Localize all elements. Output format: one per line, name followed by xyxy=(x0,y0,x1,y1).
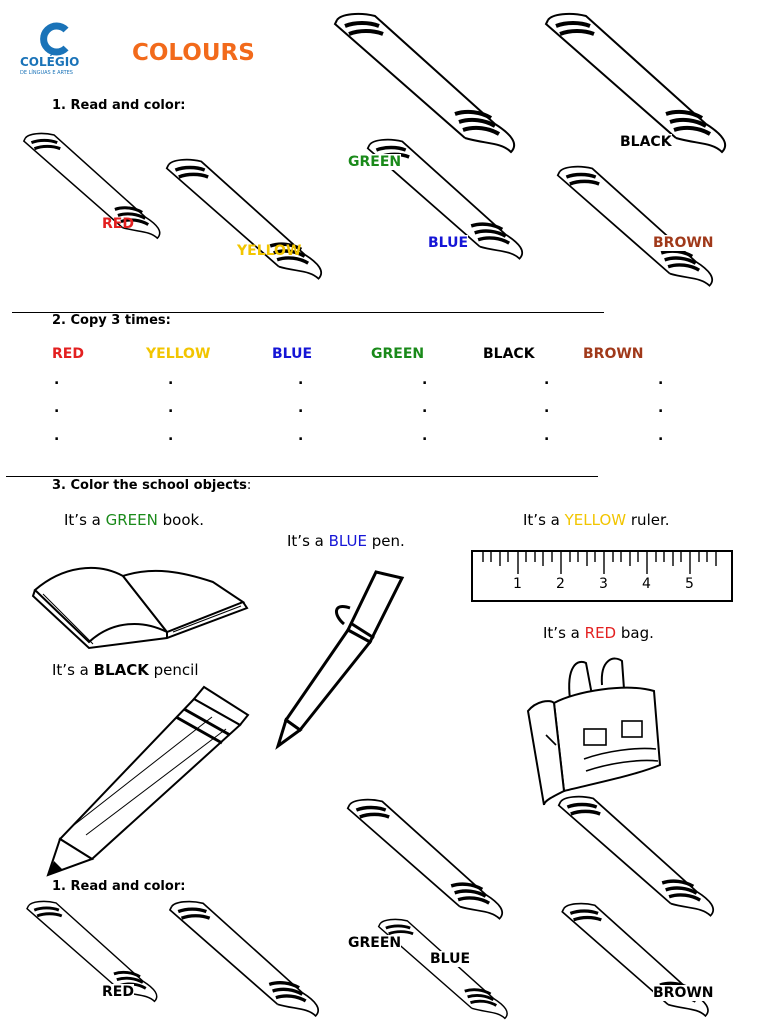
sentence-prefix: It’s a xyxy=(523,511,560,529)
school-logo: COLÉGIO DE LÍNGUAS E ARTES xyxy=(18,22,98,82)
object-word: pencil xyxy=(153,661,199,679)
label-black: BLACK xyxy=(620,134,672,150)
ruler-number: 1 xyxy=(513,576,522,592)
color-word-green: GREEN xyxy=(105,511,158,529)
ruler-number: 4 xyxy=(642,576,651,592)
crayon-drawing xyxy=(168,899,320,1018)
ruler-drawing: 1 2 3 4 5 xyxy=(471,550,733,602)
writing-dot: . xyxy=(168,428,174,444)
ruler-number: 5 xyxy=(685,576,694,592)
pen-drawing xyxy=(275,570,405,750)
divider-line xyxy=(12,312,604,313)
writing-dot: . xyxy=(422,400,428,416)
writing-dot: . xyxy=(168,400,174,416)
writing-dot: . xyxy=(54,428,60,444)
label-brown: BROWN xyxy=(653,235,714,251)
crayon-drawing xyxy=(22,131,162,240)
logo-c-icon xyxy=(40,22,69,56)
repeat-label-blue: BLUE xyxy=(430,951,471,967)
writing-dot: . xyxy=(298,428,304,444)
writing-dot: . xyxy=(422,372,428,388)
writing-dot: . xyxy=(658,372,664,388)
crayon-drawing xyxy=(560,901,710,1018)
writing-dot: . xyxy=(54,372,60,388)
color-word-red: RED xyxy=(584,624,617,642)
crayon-drawing xyxy=(346,797,504,921)
repeat-label-green: GREEN xyxy=(348,935,402,951)
crayon-drawing xyxy=(556,164,714,288)
ruler-number: 2 xyxy=(556,576,565,592)
crayon-drawing xyxy=(333,11,517,155)
sentence-bag: It’s a RED bag. xyxy=(543,624,654,642)
copy-word-black: BLACK xyxy=(483,346,535,362)
logo-name: COLÉGIO xyxy=(20,55,80,69)
writing-dot: . xyxy=(298,372,304,388)
crayon-drawing xyxy=(25,899,159,1003)
writing-dot: . xyxy=(544,428,550,444)
writing-dot: . xyxy=(658,400,664,416)
writing-dot: . xyxy=(544,372,550,388)
section3-heading: 3. Color the school objects: xyxy=(52,478,251,493)
sentence-pencil: It’s a BLACK pencil xyxy=(52,661,199,679)
book-drawing xyxy=(31,566,249,650)
color-word-yellow: YELLOW xyxy=(564,511,627,529)
object-word: pen. xyxy=(371,532,405,550)
label-yellow: YELLOW xyxy=(237,243,302,259)
section2-heading: 2. Copy 3 times: xyxy=(52,313,171,328)
section3-heading-colon: : xyxy=(246,478,252,493)
writing-dot: . xyxy=(54,400,60,416)
repeat-label-red: RED xyxy=(102,984,134,1000)
page-title: COLOURS xyxy=(132,40,255,66)
writing-dot: . xyxy=(298,400,304,416)
crayon-drawing xyxy=(377,917,509,1020)
section3-heading-text: 3. Color the school objects xyxy=(52,478,247,493)
sentence-pen: It’s a BLUE pen. xyxy=(287,532,405,550)
copy-word-brown: BROWN xyxy=(583,346,644,362)
copy-word-blue: BLUE xyxy=(272,346,313,362)
writing-dot: . xyxy=(544,400,550,416)
sentence-ruler: It’s a YELLOW ruler. xyxy=(523,511,670,529)
sentence-book: It’s a GREEN book. xyxy=(64,511,204,529)
label-green: GREEN xyxy=(348,154,402,170)
copy-word-yellow: YELLOW xyxy=(146,346,211,362)
ruler-ticks xyxy=(482,552,717,574)
divider-line xyxy=(6,476,598,477)
color-word-black: BLACK xyxy=(93,661,149,679)
logo-subtitle: DE LÍNGUAS E ARTES xyxy=(20,70,73,76)
writing-dot: . xyxy=(658,428,664,444)
color-word-blue: BLUE xyxy=(328,532,367,550)
object-word: book. xyxy=(162,511,204,529)
writing-dot: . xyxy=(422,428,428,444)
sentence-prefix: It’s a xyxy=(287,532,324,550)
writing-dot: . xyxy=(168,372,174,388)
object-word: bag. xyxy=(620,624,654,642)
repeat-label-brown: BROWN xyxy=(653,985,714,1001)
repeat-section-heading: 1. Read and color: xyxy=(52,879,190,894)
pencil-drawing xyxy=(46,685,250,877)
crayon-drawing xyxy=(165,157,323,281)
label-red: RED xyxy=(102,216,134,232)
section1-heading: 1. Read and color: xyxy=(52,98,186,113)
object-word: ruler. xyxy=(630,511,670,529)
label-blue: BLUE xyxy=(428,235,469,251)
backpack-drawing xyxy=(526,657,662,806)
sentence-prefix: It’s a xyxy=(52,661,89,679)
ruler-number: 3 xyxy=(599,576,608,592)
copy-word-green: GREEN xyxy=(371,346,425,362)
sentence-prefix: It’s a xyxy=(543,624,580,642)
sentence-prefix: It’s a xyxy=(64,511,101,529)
copy-word-red: RED xyxy=(52,346,84,362)
